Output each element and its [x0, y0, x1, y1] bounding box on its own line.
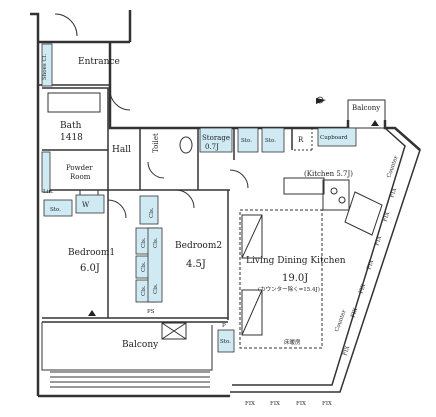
- sto-label-4: Sto.: [220, 339, 231, 345]
- entrance-label: Entrance: [78, 57, 120, 67]
- outdoor-unit: [161, 322, 187, 340]
- fix-label: FIX: [296, 401, 306, 407]
- storage-size: 0.7J: [205, 143, 219, 151]
- cls-label-1: Cls.: [149, 207, 155, 218]
- linen-closet: [41, 151, 51, 193]
- balcony-bottom-outline: [41, 322, 213, 388]
- pillar: [344, 191, 383, 236]
- cls-label-6: Cls.: [153, 283, 159, 294]
- burner: [338, 196, 346, 204]
- door-arc: [147, 161, 165, 179]
- outdoor-unit-cross: [161, 322, 187, 340]
- cls-label-3: Cls.: [141, 261, 147, 272]
- fix-label: FIX: [358, 283, 367, 294]
- door-arc: [229, 169, 249, 189]
- bath-outline: [47, 92, 101, 113]
- closet-5: [147, 227, 163, 303]
- burner: [330, 187, 338, 195]
- balcony-bottom-label: Balcony: [122, 340, 159, 350]
- door-arc: [107, 199, 127, 219]
- linen-label: Lin.: [43, 189, 54, 195]
- fix-label: FIX: [366, 259, 375, 270]
- ldk-size: 19.0J: [282, 273, 308, 284]
- counter-diagonals: [241, 214, 263, 336]
- entry-arrow-icon: [88, 310, 96, 316]
- balcony-top-label: Balcony: [352, 104, 380, 112]
- counter-label-2: Counter: [334, 309, 348, 333]
- floor-heating-zone: [239, 209, 323, 349]
- cupboard-label: Cupboard: [320, 135, 348, 141]
- storage-label: Storage: [202, 134, 230, 142]
- hall-label: Hall: [112, 145, 131, 155]
- refrigerator-mark: R: [298, 136, 304, 144]
- cls-label-2: Cls.: [141, 237, 147, 248]
- cls-label-5: Cls.: [153, 237, 159, 248]
- fix-label: FIX: [322, 401, 332, 407]
- storage-closet-4: [217, 329, 235, 353]
- bedroom1-size: 6.0J: [80, 263, 100, 274]
- door-arc: [109, 89, 131, 111]
- interior-walls: [42, 87, 293, 323]
- north-arrow-icon: [316, 96, 326, 104]
- fix-label: FIX: [245, 401, 255, 407]
- ldk-label: Living Dining Kitchen: [246, 256, 346, 266]
- bedroom1-label: Bedroom1: [68, 248, 115, 258]
- fix-label: FIX: [382, 211, 391, 222]
- toilet-bowl: [179, 136, 193, 154]
- sto-label-1: Sto.: [241, 138, 252, 144]
- cls-label-4: Cls.: [141, 285, 147, 296]
- bedroom2-size: 4.5J: [186, 259, 206, 270]
- bath-size: 1418: [60, 133, 83, 143]
- shoes-closet: [41, 43, 53, 87]
- powder-room-label-1: Powder: [66, 164, 93, 172]
- floor-heating-label: 床暖房: [284, 338, 301, 346]
- washer-mark: W: [82, 201, 90, 209]
- balcony-top-outline: [347, 99, 386, 129]
- powder-room-label-2: Room: [70, 173, 91, 181]
- toilet-label: Toilet: [152, 133, 160, 153]
- ldk-note: (カウンター除く=15.4J): [258, 285, 320, 293]
- closet-1: [139, 195, 159, 225]
- fix-label: FIX: [270, 401, 280, 407]
- ps-label: PS: [147, 309, 155, 315]
- bedroom2-label: Bedroom2: [175, 241, 222, 251]
- fix-label: FIX: [350, 307, 359, 318]
- entry-arrow-icon: [371, 120, 379, 126]
- sto-label-2: Sto.: [265, 138, 276, 144]
- sto-label-3: Sto.: [50, 207, 61, 213]
- kitchen-label: (Kitchen 5.7J): [304, 170, 353, 178]
- door-arc: [175, 189, 195, 209]
- fix-label: FIX: [389, 187, 398, 198]
- storage-room: [199, 127, 233, 153]
- storage-closet-2: [261, 127, 285, 153]
- kitchen-island: [283, 177, 325, 195]
- refrigerator-space: [291, 128, 313, 151]
- storage-closet-3: [43, 199, 73, 217]
- counter-units: [241, 214, 263, 336]
- cupboard: [317, 127, 357, 147]
- storage-closet-1: [237, 127, 259, 153]
- counter-label-1: Counter: [386, 155, 400, 179]
- kitchen-stove: [322, 179, 350, 211]
- fix-label: FIX: [374, 235, 383, 246]
- fix-label: FIX: [342, 345, 351, 356]
- p-mark: P: [222, 323, 226, 329]
- washer-space: [75, 194, 105, 214]
- slanted-window-wall: [230, 127, 421, 393]
- bath-label: Bath: [60, 121, 82, 131]
- entrance-door: [54, 13, 78, 37]
- shoes-closet-label: Shoes Cl.: [42, 54, 48, 80]
